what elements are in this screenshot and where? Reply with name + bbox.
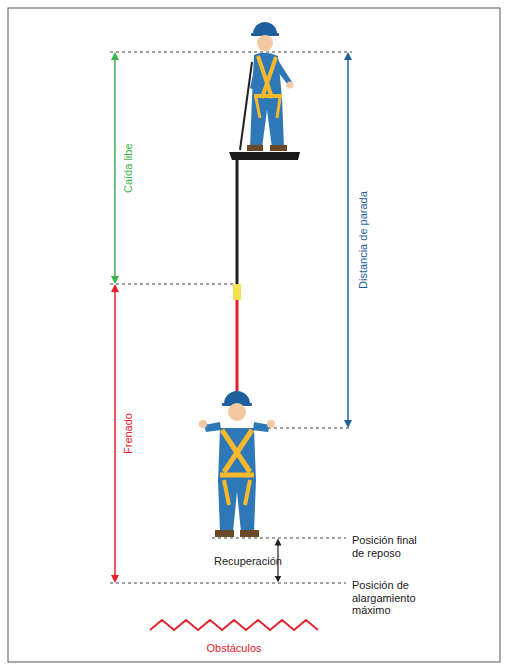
max-extension-label: Posición de alargamiento máximo: [352, 579, 434, 617]
obstacles-label: Obstáculos: [206, 642, 261, 655]
stopping-distance-label: Distancia de parada: [357, 191, 370, 289]
recovery-label: Recuperación: [214, 555, 282, 568]
rest-position-label: Posición final de reposo: [352, 534, 428, 559]
free-fall-label: Caída libe: [122, 143, 135, 193]
braking-label: Frenado: [122, 414, 135, 455]
